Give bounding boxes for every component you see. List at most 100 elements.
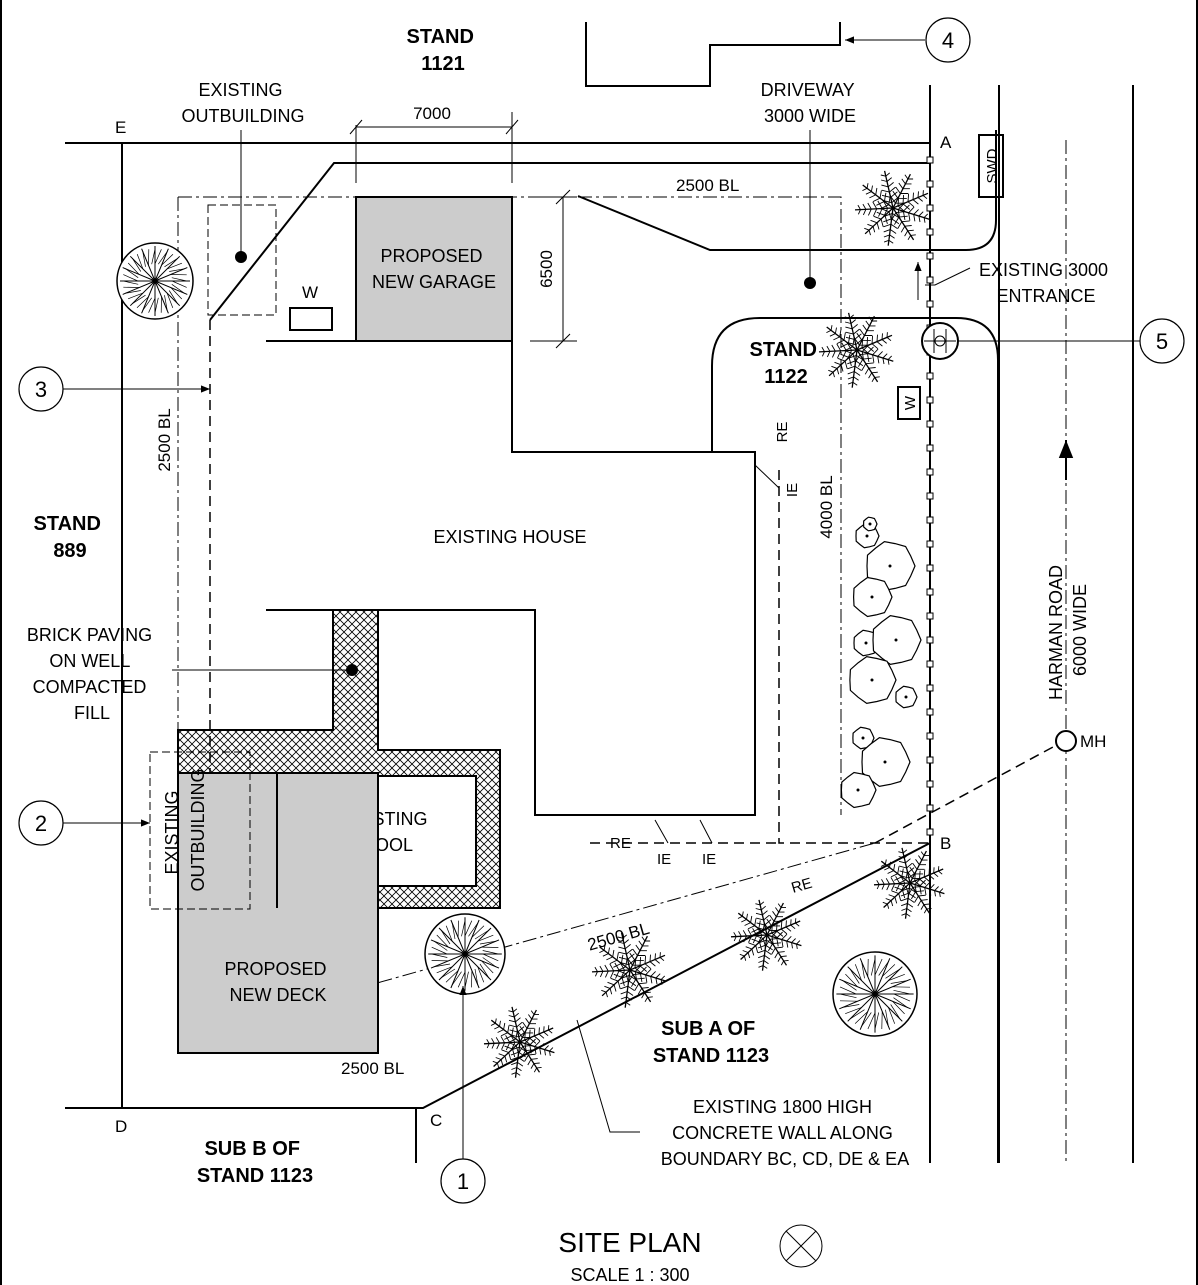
road-label: HARMAN ROAD 6000 WIDE	[1046, 560, 1090, 700]
existing-house	[266, 340, 756, 816]
palm-icon	[854, 170, 930, 246]
dimension-7000: 7000	[349, 104, 519, 183]
fence-post	[926, 540, 934, 548]
svg-text:IE: IE	[702, 851, 716, 868]
shrub-icon	[849, 655, 897, 705]
palm-icon	[818, 312, 894, 388]
palm-icon	[483, 1006, 555, 1078]
drawing-scale: SCALE 1 : 300	[570, 1265, 689, 1285]
drawing-title: SITE PLAN	[558, 1227, 701, 1258]
corner-c: C	[430, 1111, 442, 1130]
fence-post	[926, 492, 934, 500]
fence-post	[926, 180, 934, 188]
fence-post	[926, 204, 934, 212]
callouts: 1 2 3 4 5	[18, 17, 1185, 1204]
trees	[116, 242, 918, 1037]
svg-text:W: W	[902, 395, 919, 410]
outbuilding-side	[149, 751, 251, 910]
sub-b-label: SUB B OF STAND 1123	[197, 1138, 313, 1187]
fence-post	[926, 660, 934, 668]
shrub-icon	[872, 614, 922, 666]
svg-text:IE: IE	[657, 851, 671, 868]
tree-icon	[424, 913, 506, 995]
deck-label: PROPOSED NEW DECK	[224, 959, 331, 1005]
callout-5[interactable]: 5	[958, 318, 1185, 364]
bl-right: 4000 BL	[817, 475, 836, 538]
shrub-icon	[840, 771, 877, 809]
bl-bottom: 2500 BL	[341, 1059, 404, 1078]
fence-post	[926, 684, 934, 692]
property-boundary	[65, 85, 931, 1163]
north-arrow-icon	[779, 1224, 823, 1268]
stand-889-label: STAND 889	[34, 513, 107, 562]
svg-text:IE: IE	[784, 483, 801, 497]
palm-icon	[730, 899, 802, 971]
shrub-icon	[861, 736, 911, 788]
svg-text:1: 1	[457, 1169, 469, 1194]
fence-post	[926, 420, 934, 428]
outbuilding-top-label: EXISTING OUTBUILDING	[181, 80, 304, 126]
fence-post	[926, 708, 934, 716]
driveway	[209, 130, 997, 321]
svg-text:5: 5	[1156, 329, 1168, 354]
corner-e: E	[115, 118, 126, 137]
fence-post	[926, 468, 934, 476]
fence-post	[926, 732, 934, 740]
fence-post	[926, 228, 934, 236]
garage-label: PROPOSED NEW GARAGE	[372, 246, 496, 292]
dimension-6500: 6500	[530, 189, 577, 349]
svg-text:7000: 7000	[413, 104, 451, 123]
gate-symbol	[921, 322, 959, 360]
svg-text:RE: RE	[774, 422, 791, 443]
stand-1122-label: STAND 1122	[750, 339, 823, 388]
callout-1[interactable]: 1	[440, 986, 486, 1204]
tree-icon	[832, 951, 918, 1037]
palms	[483, 170, 945, 1078]
leaders	[172, 130, 811, 1133]
callout-2[interactable]: 2	[18, 800, 150, 846]
svg-text:MH: MH	[1080, 732, 1106, 751]
outbuilding-top	[207, 204, 277, 316]
fence-post	[926, 396, 934, 404]
water-tank-w-stand1122	[897, 386, 921, 420]
svg-text:6500: 6500	[537, 250, 556, 288]
bl-top: 2500 BL	[676, 176, 739, 195]
corner-b: B	[940, 834, 951, 853]
svg-text:SWD: SWD	[984, 148, 1001, 183]
shrub-icon	[895, 685, 918, 709]
house-label: EXISTING HOUSE	[433, 527, 586, 547]
wall-note: EXISTING 1800 HIGH CONCRETE WALL ALONG B…	[661, 1097, 909, 1169]
proposed-garage	[355, 196, 513, 342]
stand-1121-building-outline	[585, 22, 841, 87]
stand-1121-label: STAND 1121	[407, 26, 480, 75]
tree-icon	[116, 242, 194, 320]
fence-post	[926, 756, 934, 764]
paving-label: BRICK PAVING ON WELL COMPACTED FILL	[27, 625, 157, 723]
fence-post	[926, 156, 934, 164]
road-edges	[998, 85, 1134, 1165]
palm-icon	[873, 847, 945, 919]
water-tank-w	[289, 307, 333, 331]
fence-post	[926, 564, 934, 572]
outbuilding-side-label: EXISTING OUTBUILDING	[162, 768, 208, 891]
shrub-icon	[862, 516, 878, 532]
corner-a: A	[940, 133, 952, 152]
re-ie-marks: RE IE RE IE IE RE	[610, 422, 814, 897]
fence-post	[926, 372, 934, 380]
fence-post	[926, 636, 934, 644]
shrub-icon	[866, 540, 916, 592]
callout-4[interactable]: 4	[845, 17, 971, 63]
corner-d: D	[115, 1117, 127, 1136]
fence-post	[926, 588, 934, 596]
fence-post	[926, 444, 934, 452]
svg-text:RE: RE	[610, 835, 631, 852]
fence-post	[926, 300, 934, 308]
callout-3[interactable]: 3	[18, 366, 210, 412]
shrubs	[840, 516, 922, 809]
svg-text:4: 4	[942, 28, 954, 53]
swd-box	[978, 134, 1004, 198]
fence-post	[926, 780, 934, 788]
entrance-label: EXISTING 3000 ENTRANCE	[979, 260, 1113, 306]
